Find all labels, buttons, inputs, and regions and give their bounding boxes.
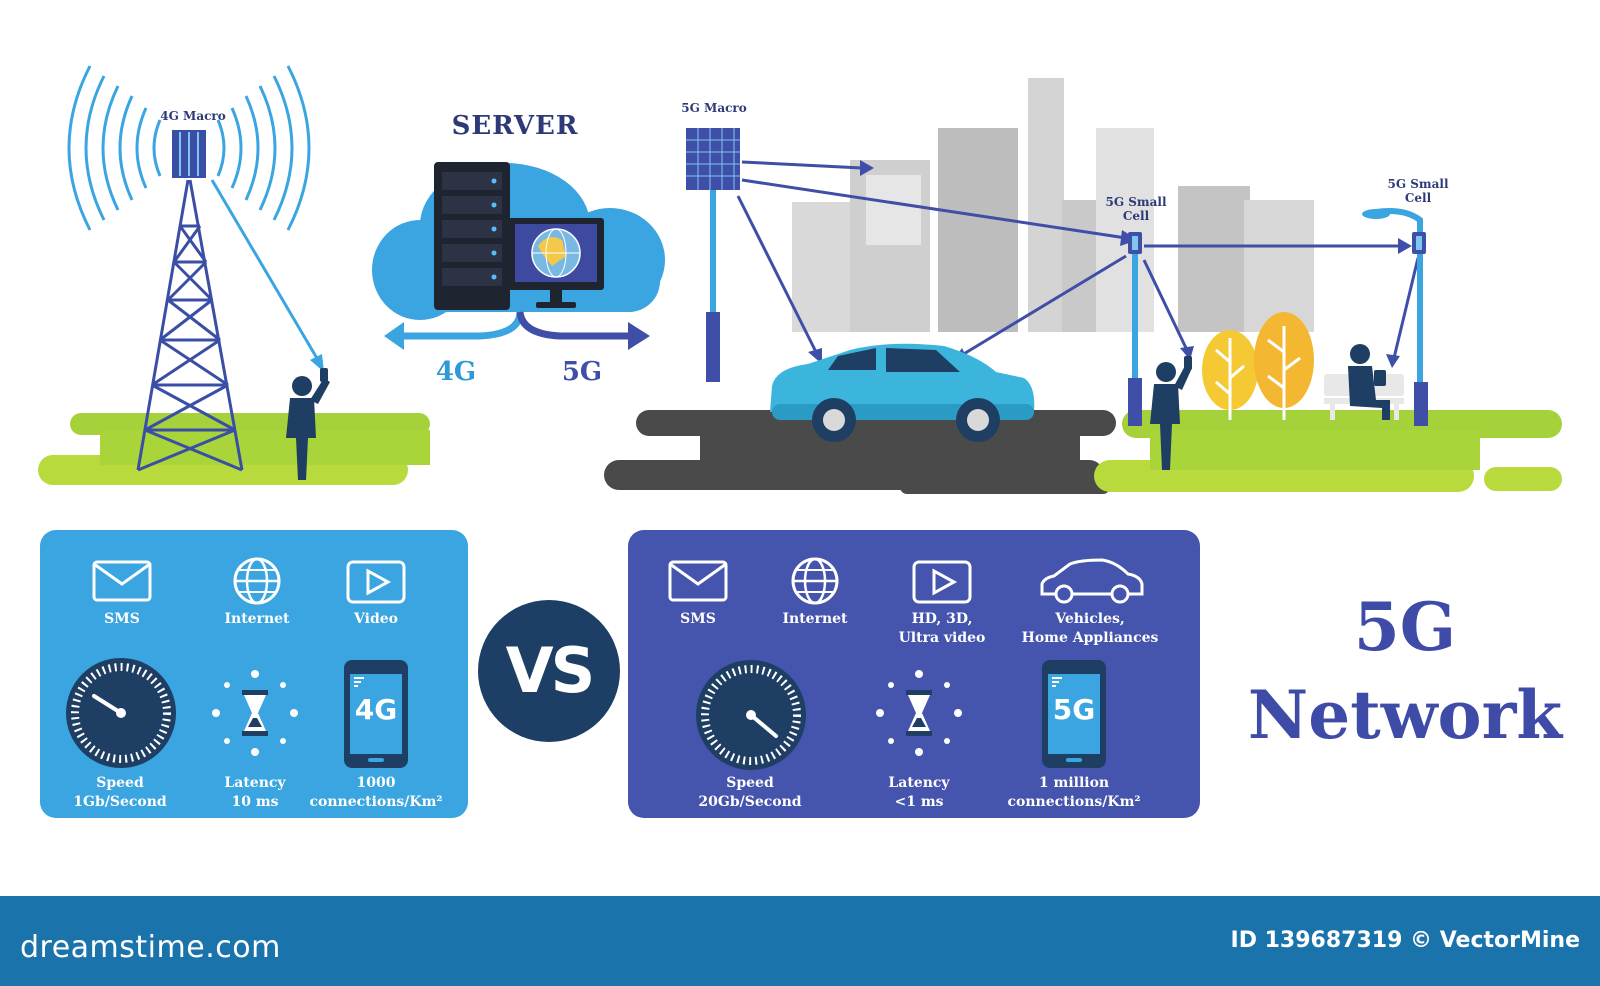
internet-label-5g: Internet: [782, 611, 848, 627]
vs-label: VS: [505, 634, 596, 707]
video-icon: [346, 560, 406, 604]
footer-credit: ID 139687319 © VectorMine: [1230, 928, 1580, 953]
speed-value-5g: 20Gb/Second: [698, 794, 802, 810]
server-output-arrows: [384, 311, 650, 350]
footer-brand[interactable]: dreamstime.com: [20, 930, 281, 965]
video-label-5g-line2: Ultra video: [898, 630, 986, 646]
latency-title-5g: Latency: [888, 775, 950, 791]
globe-icon: [233, 557, 281, 605]
connections-value-5g: 1 million: [1038, 775, 1110, 791]
tower-signal-waves: [67, 65, 311, 231]
speed-title-4g: Speed: [96, 775, 144, 791]
macro-5g: [686, 128, 740, 382]
right-grass: [1094, 410, 1562, 492]
tower-4g: [136, 130, 244, 472]
hourglass-icon: [212, 670, 298, 756]
phone-4g-badge: 4G: [354, 693, 398, 726]
road: [604, 410, 1116, 494]
sms-label-4g: SMS: [104, 611, 140, 627]
phone-5g-badge: 5G: [1052, 693, 1096, 726]
video-label-5g-line1: HD, 3D,: [911, 611, 973, 627]
headline-5g: 5G: [1353, 588, 1457, 666]
hourglass-icon: [876, 670, 962, 756]
video-icon: [912, 560, 972, 604]
sms-label-5g: SMS: [680, 611, 716, 627]
signal-5g-arrows: [736, 160, 1420, 359]
phone-5g-icon: [1042, 660, 1106, 768]
server-rack: [434, 162, 510, 310]
small-cell-2-pole: [1362, 208, 1428, 426]
tower-4g-label: 4G Macro: [160, 109, 226, 123]
vehicles-label-5g-line1: Vehicles,: [1055, 611, 1125, 627]
person-with-phone-right: [1150, 356, 1192, 470]
speed-title-5g: Speed: [726, 775, 774, 791]
person-with-phone-left: [286, 368, 330, 480]
latency-value-5g: <1 ms: [894, 794, 944, 810]
connections-value-4g: 1000: [356, 775, 396, 791]
small-cell-1-pole: [1128, 232, 1142, 426]
arrow-5g-label: 5G: [561, 357, 603, 387]
car: [770, 343, 1035, 442]
phone-4g-icon: [344, 660, 408, 768]
macro-5g-label: 5G Macro: [681, 101, 747, 115]
speedometer-icon: [696, 660, 806, 770]
envelope-icon: [92, 560, 152, 602]
video-label-4g: Video: [354, 611, 398, 627]
speedometer-icon: [66, 658, 176, 768]
vs-badge: [478, 600, 620, 742]
server-label: SERVER: [451, 111, 579, 141]
speed-value-4g: 1Gb/Second: [73, 794, 167, 810]
city-skyline: [792, 78, 1314, 332]
connections-unit-5g: connections/Km²: [1007, 794, 1141, 810]
latency-value-4g: 10 ms: [231, 794, 279, 810]
envelope-icon: [668, 560, 728, 602]
trees: [1202, 312, 1314, 420]
globe-monitor: [508, 218, 604, 308]
internet-label-4g: Internet: [224, 611, 290, 627]
small-cell-1-label: 5G Small Cell: [1105, 195, 1167, 223]
vehicles-label-5g-line2: Home Appliances: [1021, 630, 1159, 646]
headline-network: Network: [1247, 676, 1563, 754]
connections-unit-4g: connections/Km²: [309, 794, 443, 810]
latency-title-4g: Latency: [224, 775, 286, 791]
signal-4g-to-person: [210, 179, 324, 372]
globe-icon: [791, 557, 839, 605]
small-cell-2-label: 5G Small Cell: [1387, 177, 1449, 205]
footer-bar: [0, 896, 1600, 986]
car-icon: [1040, 558, 1144, 604]
person-on-bench: [1324, 344, 1404, 420]
arrow-4g-label: 4G: [435, 357, 477, 387]
